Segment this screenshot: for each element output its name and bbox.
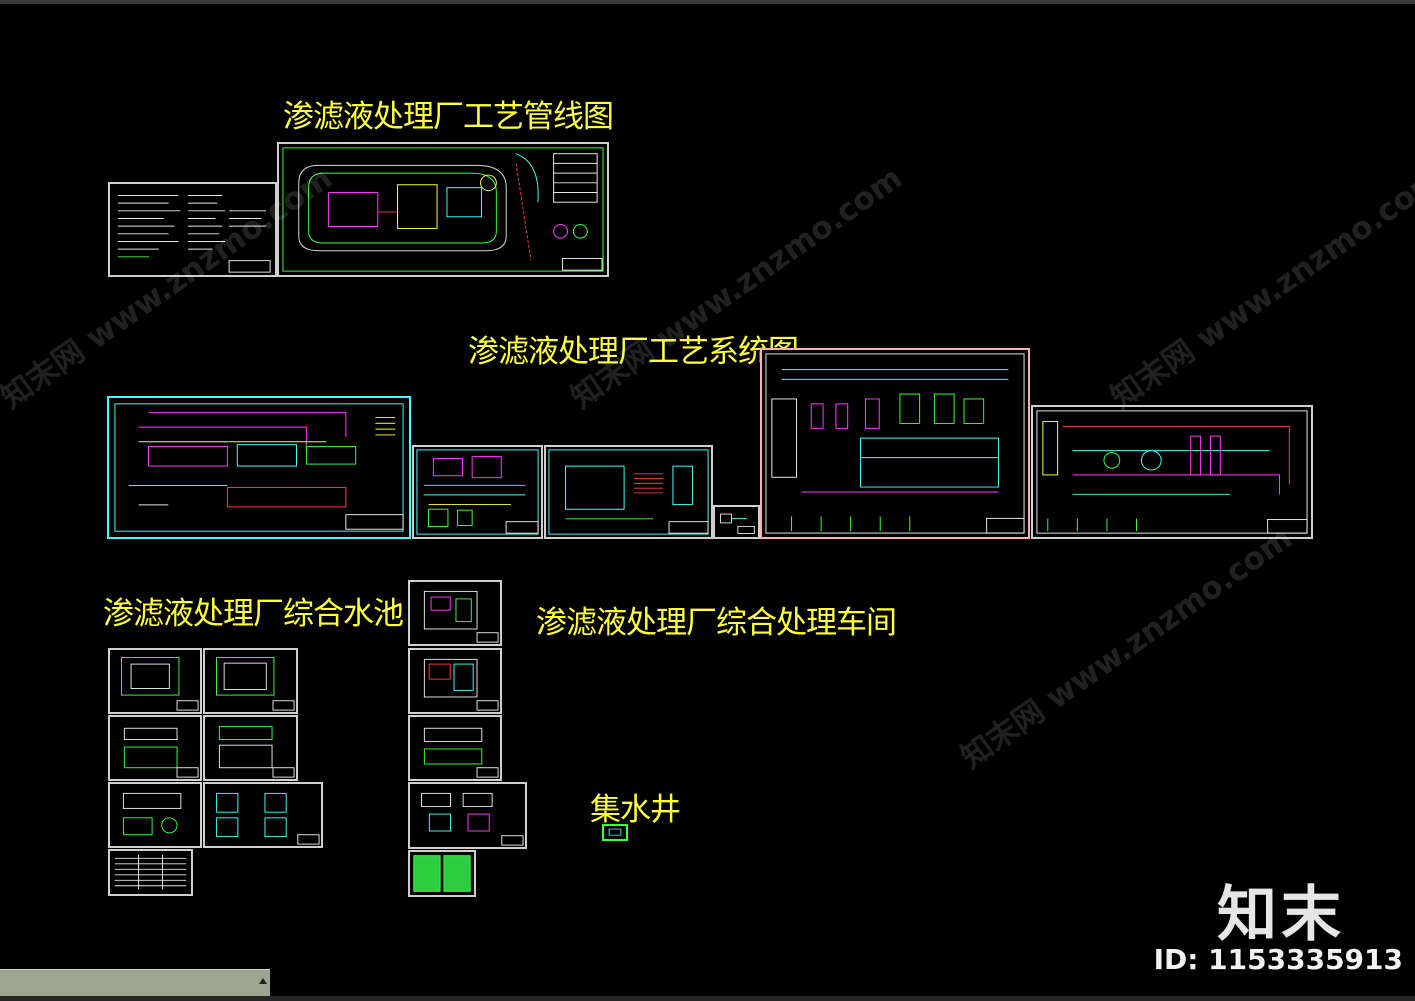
sheet-workshop-section[interactable] bbox=[408, 782, 527, 849]
sheet-process-detail[interactable] bbox=[713, 505, 760, 539]
sheet-process-flow-2[interactable] bbox=[412, 445, 543, 539]
sheet-process-flow-3[interactable] bbox=[544, 445, 713, 539]
watermark-text: 知末网 www.znzmo.com bbox=[1104, 159, 1415, 417]
sheet-workshop-table[interactable] bbox=[408, 850, 476, 897]
title-treatment-workshop: 渗滤液处理厂综合处理车间 bbox=[536, 605, 897, 641]
title-combined-pool: 渗滤液处理厂综合水池 bbox=[103, 596, 404, 632]
sheet-notes[interactable] bbox=[108, 182, 277, 277]
sheet-process-flow-4[interactable] bbox=[760, 348, 1030, 539]
sheet-collection-well[interactable] bbox=[602, 824, 628, 841]
sheet-pool-table[interactable] bbox=[108, 849, 193, 896]
sheet-workshop-plan-1[interactable] bbox=[408, 580, 502, 646]
chevron-up-icon[interactable] bbox=[259, 978, 267, 984]
sheet-workshop-plan-2[interactable] bbox=[408, 648, 502, 714]
sheet-pool-section-2[interactable] bbox=[203, 715, 298, 781]
sheet-process-flow-1[interactable] bbox=[107, 396, 411, 539]
status-bar bbox=[0, 996, 1415, 1001]
sheet-workshop-elevation[interactable] bbox=[408, 715, 502, 781]
sheet-pool-section-3[interactable] bbox=[108, 782, 202, 848]
sheet-pool-section-1[interactable] bbox=[108, 715, 202, 781]
brand-logo-text: 知末 bbox=[1217, 880, 1345, 950]
sheet-site-pipeline-plan[interactable] bbox=[277, 142, 609, 277]
sheet-process-flow-5[interactable] bbox=[1031, 405, 1313, 539]
window-top-border bbox=[0, 0, 1415, 4]
sheet-pool-detail[interactable] bbox=[203, 782, 323, 848]
command-line-panel[interactable] bbox=[0, 969, 270, 998]
title-collection-well: 集水井 bbox=[590, 792, 681, 828]
title-process-system: 渗滤液处理厂工艺系统图 bbox=[468, 334, 799, 370]
sheet-pool-plan-1[interactable] bbox=[108, 648, 202, 714]
title-pipeline-drawing: 渗滤液处理厂工艺管线图 bbox=[283, 99, 614, 135]
watermark-text: 知末网 www.znzmo.com bbox=[954, 519, 1299, 777]
image-id: ID: 1153335913 bbox=[1153, 943, 1403, 976]
sheet-pool-plan-2[interactable] bbox=[203, 648, 298, 714]
